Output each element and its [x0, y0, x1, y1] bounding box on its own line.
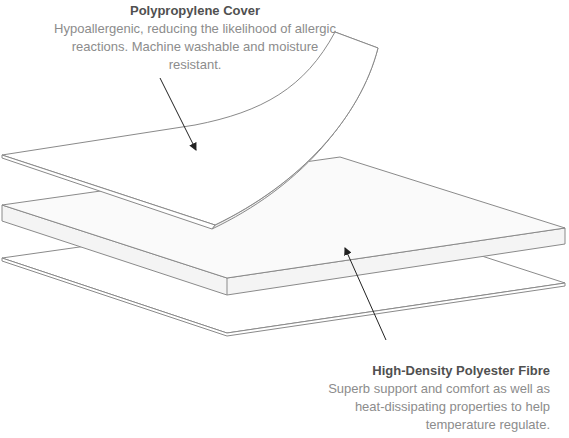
leader-line	[160, 78, 196, 150]
part-name: High-Density Polyester Fibre	[300, 362, 550, 380]
part-name: Polypropylene Cover	[45, 2, 345, 20]
cover-edge	[2, 155, 215, 229]
part-description: Hypoallergenic, reducing the likelihood …	[45, 20, 345, 74]
part-description: Superb support and comfort as well as he…	[300, 380, 550, 434]
leader-line	[345, 248, 386, 340]
foam-corner	[227, 278, 228, 295]
